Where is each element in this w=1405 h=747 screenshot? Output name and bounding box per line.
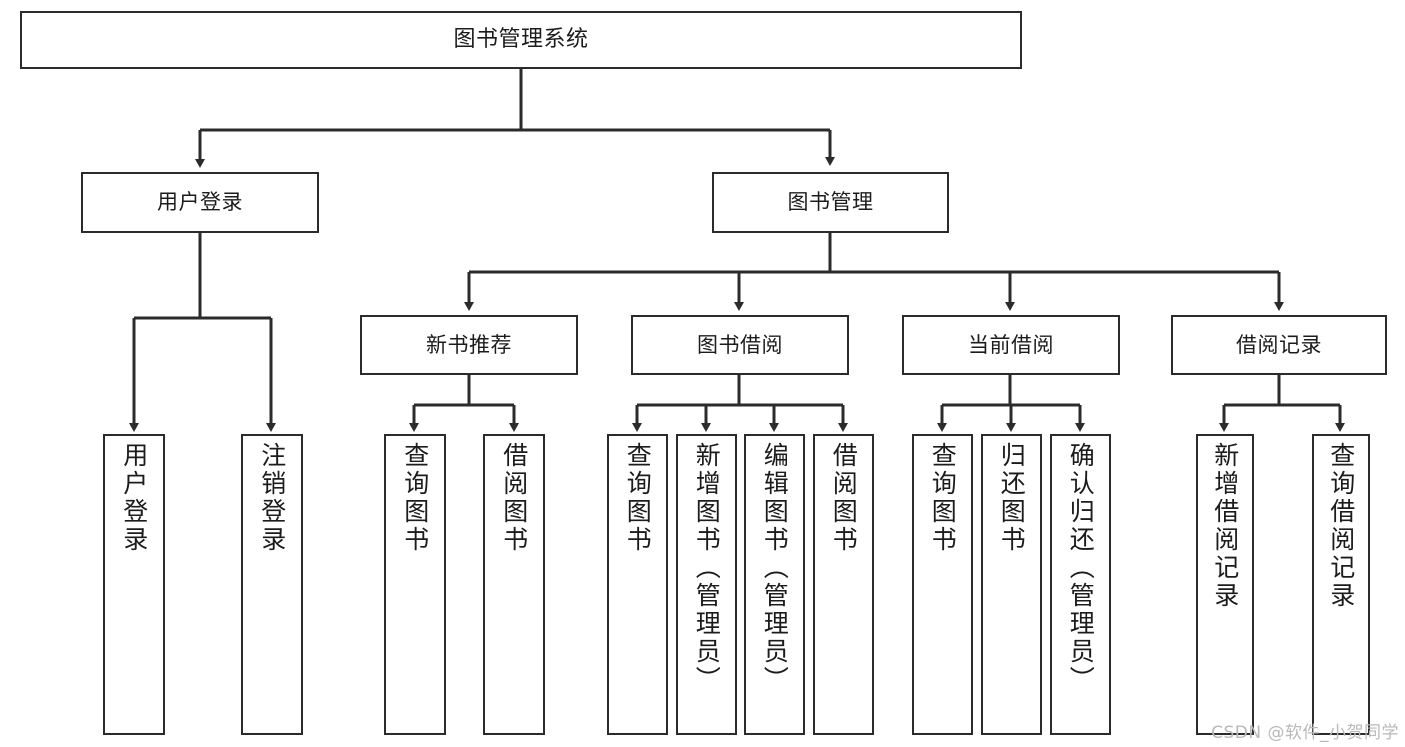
leaf-query-book-borrow[interactable]: 查询图书 xyxy=(607,434,668,735)
node-label: 查询借阅记录 xyxy=(1326,442,1356,610)
node-label: 图书管理系统 xyxy=(453,27,589,53)
node-label: 借阅记录 xyxy=(1236,332,1322,357)
node-new-book-recommend[interactable]: 新书推荐 xyxy=(360,315,578,375)
node-label: 图书管理 xyxy=(787,190,874,215)
leaf-logout-login[interactable]: 注销登录 xyxy=(241,434,303,735)
node-root-system[interactable]: 图书管理系统 xyxy=(20,11,1022,69)
leaf-borrow-book-newbook[interactable]: 借阅图书 xyxy=(483,434,545,735)
node-current-borrow[interactable]: 当前借阅 xyxy=(902,315,1120,375)
node-user-login[interactable]: 用户登录 xyxy=(81,172,319,233)
node-label: 图书借阅 xyxy=(697,332,783,357)
node-label: 归还图书 xyxy=(997,442,1027,554)
node-label: 查询图书 xyxy=(400,442,430,554)
node-label: 借阅图书 xyxy=(829,442,859,554)
node-label: 新书推荐 xyxy=(426,332,512,357)
leaf-borrow-book[interactable]: 借阅图书 xyxy=(813,434,874,735)
leaf-edit-book-admin[interactable]: 编辑图书（管理员） xyxy=(744,434,805,735)
leaf-query-borrow-record[interactable]: 查询借阅记录 xyxy=(1312,434,1370,735)
node-label: 注销登录 xyxy=(257,442,287,554)
node-book-management[interactable]: 图书管理 xyxy=(712,172,949,233)
leaf-return-book[interactable]: 归还图书 xyxy=(981,434,1042,735)
node-label: 查询图书 xyxy=(928,442,958,554)
leaf-add-book-admin[interactable]: 新增图书（管理员） xyxy=(676,434,737,735)
leaf-query-book-newbook[interactable]: 查询图书 xyxy=(384,434,446,735)
node-label: 用户登录 xyxy=(119,442,149,554)
leaf-user-login[interactable]: 用户登录 xyxy=(103,434,165,735)
leaf-add-borrow-record[interactable]: 新增借阅记录 xyxy=(1196,434,1254,735)
node-label: 借阅图书 xyxy=(499,442,529,554)
node-borrow-record[interactable]: 借阅记录 xyxy=(1171,315,1387,375)
node-label: 用户登录 xyxy=(157,190,243,215)
leaf-query-book-current[interactable]: 查询图书 xyxy=(912,434,973,735)
leaf-confirm-return-admin[interactable]: 确认归还（管理员） xyxy=(1050,434,1111,735)
node-label: 编辑图书（管理员） xyxy=(760,442,790,694)
node-label: 确认归还（管理员） xyxy=(1066,442,1096,694)
node-label: 新增图书（管理员） xyxy=(692,442,722,694)
node-label: 新增借阅记录 xyxy=(1210,442,1240,610)
node-label: 当前借阅 xyxy=(968,332,1054,357)
node-label: 查询图书 xyxy=(623,442,653,554)
watermark-text: CSDN @软件_小贺同学 xyxy=(1211,723,1399,743)
node-book-borrow[interactable]: 图书借阅 xyxy=(631,315,849,375)
